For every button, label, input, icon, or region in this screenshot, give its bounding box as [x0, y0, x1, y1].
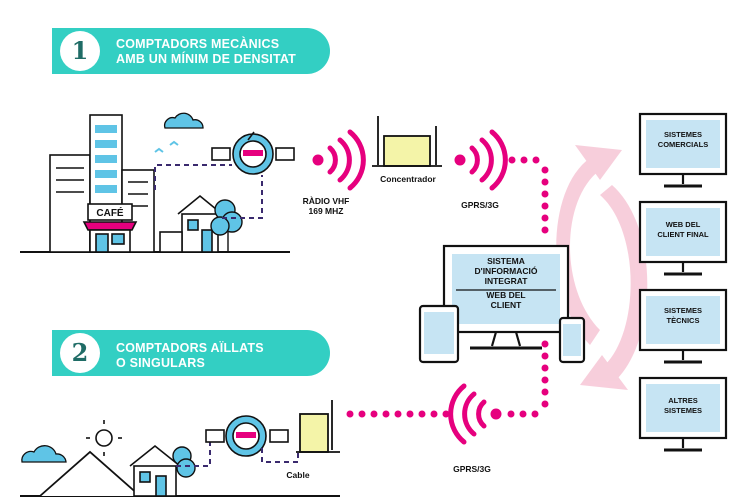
central-line5: CLIENT [490, 300, 522, 310]
cafe-building-icon [82, 203, 138, 253]
section-2-banner: 2 COMPTADORS AÏLLATS O SINGULARS [52, 330, 330, 376]
monitor-2-line2: CLIENT FINAL [657, 230, 709, 239]
cafe-sign: CAFÉ [96, 206, 124, 219]
cable-label: Cable [286, 470, 310, 480]
house-icon [129, 444, 181, 497]
central-line4: WEB DEL [486, 290, 526, 300]
water-meter-icon [205, 415, 289, 457]
monitor-label-altres: ALTRES SISTEMES [646, 396, 720, 416]
water-meter-icon [211, 133, 295, 175]
radio-label-line1: RÀDIO VHF [302, 196, 350, 206]
monitor-comercials-icon [638, 112, 728, 188]
monitor-altres-icon [638, 376, 728, 452]
cloud-icon [21, 445, 67, 463]
central-line3: INTEGRAT [484, 276, 528, 286]
monitor-4-line1: ALTRES [668, 396, 698, 405]
mountain-icon [39, 450, 141, 497]
radio-signal-icon [312, 129, 366, 191]
gprs-label-top: GPRS/3G [461, 200, 499, 210]
data-link-dots [508, 156, 549, 234]
section-2-number: 2 [60, 333, 100, 373]
monitor-label-tecnics: SISTEMES TÈCNICS [646, 306, 720, 326]
monitor-label-comercials: SISTEMES COMERCIALS [646, 130, 720, 150]
sun-icon [86, 420, 122, 456]
section-1-title-line2: AMB UN MÍNIM DE DENSITAT [116, 52, 297, 66]
radio-label-line2: 169 MHZ [308, 206, 344, 216]
bird-icon [154, 140, 179, 153]
monitor-tecnics-icon [638, 288, 728, 364]
section-1-title-line1: COMPTADORS MECÀNICS [116, 37, 280, 51]
gprs-signal-icon [454, 129, 508, 191]
phone-icon [558, 316, 586, 364]
section-1-banner: 1 COMPTADORS MECÀNICS AMB UN MÍNIM DE DE… [52, 28, 330, 74]
radio-label: RÀDIO VHF 169 MHZ [296, 196, 356, 216]
monitor-4-line2: SISTEMES [664, 406, 702, 415]
central-line2: D'INFORMACIÓ [474, 266, 538, 276]
section-2-title-line2: O SINGULARS [116, 356, 206, 370]
monitor-1-line2: COMERCIALS [657, 140, 709, 149]
monitor-web-client-icon [638, 200, 728, 276]
section-1-number: 1 [60, 31, 100, 71]
section-2-title-line1: COMPTADORS AÏLLATS [116, 341, 264, 355]
gprs-label-bottom: GPRS/3G [453, 464, 491, 474]
central-system-computer-icon [442, 244, 570, 350]
concentrator-device-icon [372, 116, 442, 167]
tablet-icon [418, 304, 460, 364]
cloud-icon [164, 112, 204, 129]
monitor-2-line1: WEB DEL [665, 220, 701, 229]
tree-icon [172, 446, 196, 478]
monitor-3-line1: SISTEMES [664, 306, 702, 315]
house-icon [159, 194, 223, 253]
central-system-text: SISTEMA D'INFORMACIÓ INTEGRAT WEB DEL CL… [452, 256, 560, 310]
monitor-label-web-client: WEB DEL CLIENT FINAL [646, 220, 720, 240]
monitor-3-line2: TÈCNICS [666, 316, 700, 325]
concentrator-label: Concentrador [380, 174, 436, 184]
monitor-1-line1: SISTEMES [664, 130, 702, 139]
central-line1: SISTEMA [487, 256, 525, 266]
modem-device-icon [296, 400, 340, 453]
